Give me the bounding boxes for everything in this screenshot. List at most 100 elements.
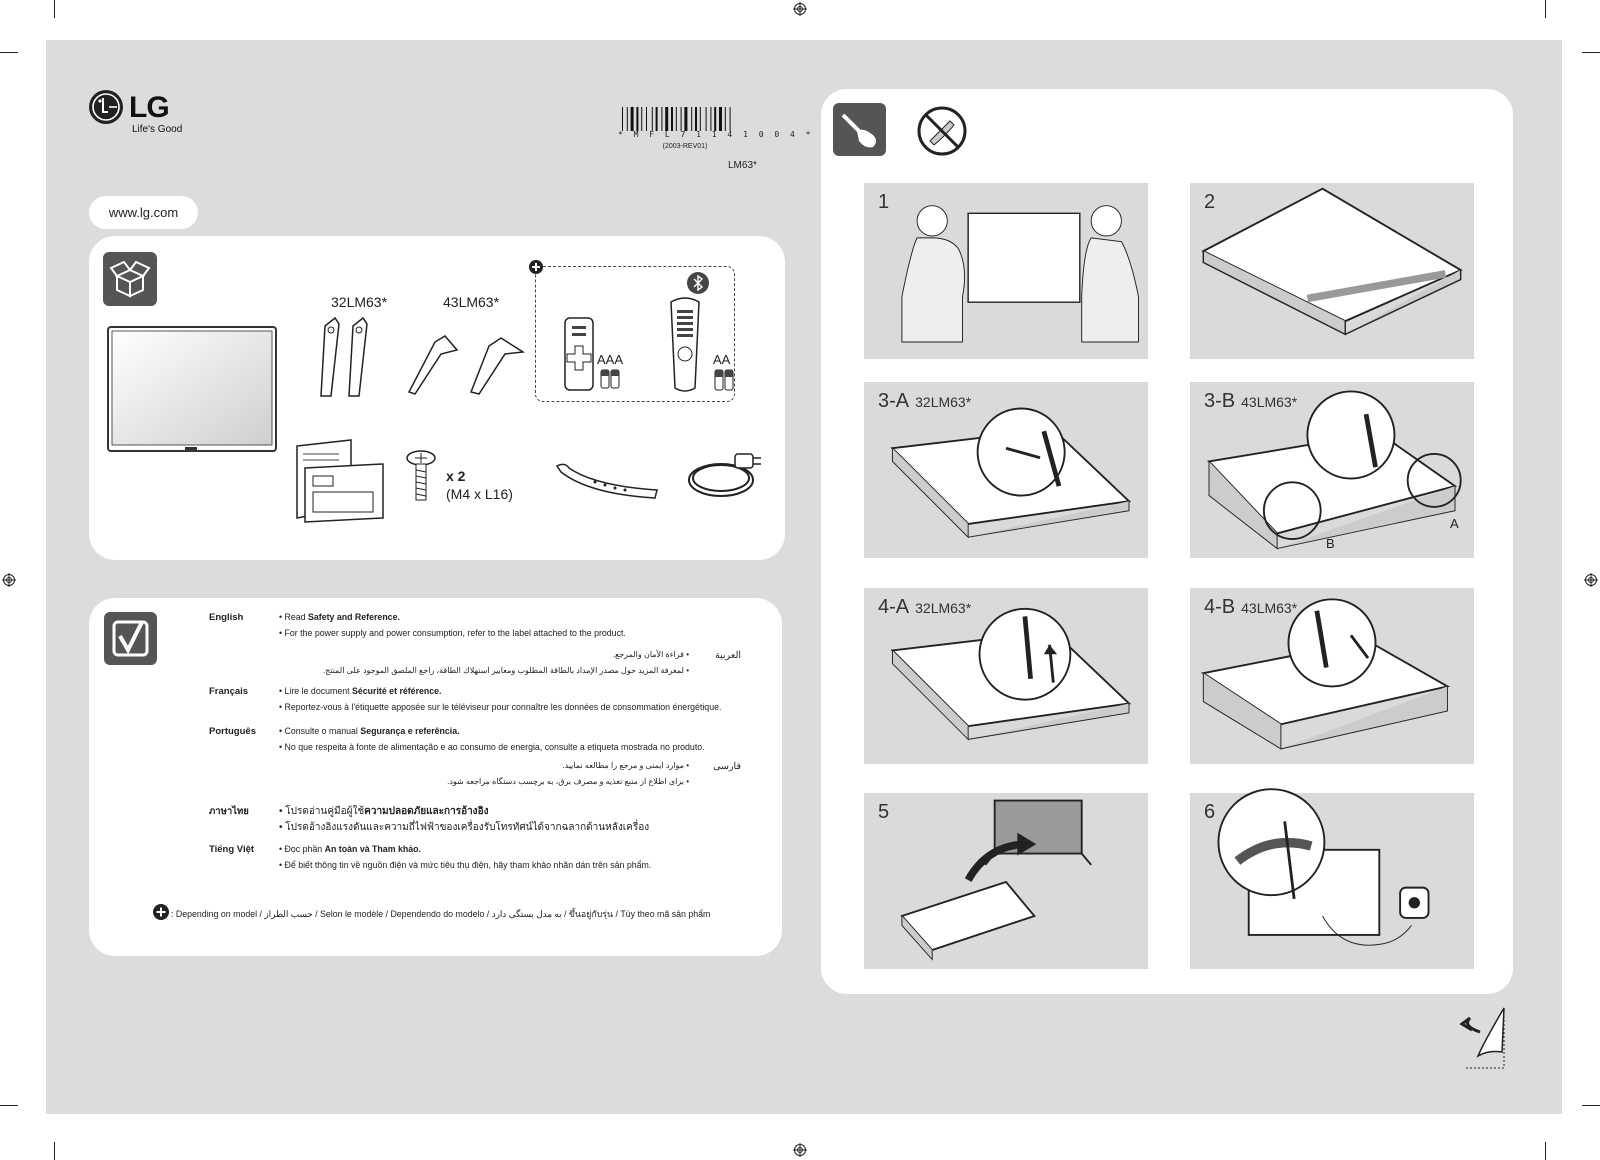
safety-text: • Để biết thông tin về nguồn điện và mức… — [279, 860, 652, 870]
callout-b: B — [1326, 536, 1335, 551]
website-link[interactable]: www.lg.com — [89, 196, 198, 229]
safety-text: • Lire le document Sécurité et référence… — [279, 686, 442, 696]
power-cord-illustration — [688, 453, 761, 497]
safety-text: • โปรดอ้างอิงแรงดันและความถี่ไฟฟ้าของเคร… — [279, 822, 650, 833]
safety-text: • موارد ایمنی و مرجع را مطالعه نمایید. — [562, 761, 689, 770]
stand-model-32: 32LM63* — [331, 294, 388, 310]
cable-holder-illustration — [555, 463, 658, 499]
safety-row: العربية• قراءة الأمان والمرجع.• لمعرفة ا… — [89, 650, 789, 675]
barcode-bar — [675, 107, 677, 131]
barcode-bar — [695, 107, 697, 131]
barcode-number: * M F L 7 1 1 4 1 0 0 4 * — [618, 130, 814, 139]
no-knife-icon — [917, 106, 967, 156]
step-number: 1 — [878, 191, 890, 213]
barcode-bar — [655, 107, 658, 131]
step-model: 32LM63* — [915, 394, 972, 410]
page-turn-icon — [1459, 1007, 1505, 1069]
optional-remote-box — [535, 266, 735, 402]
safety-text: • โปรดอ่านคู่มือผู้ใช้ความปลอดภัยและการอ… — [279, 806, 489, 817]
safety-row: فارسی • موارد ایمنی و مرجع را مطالعه نمای… — [89, 761, 789, 786]
crop-mark — [0, 1105, 18, 1106]
barcode-bar — [710, 107, 712, 131]
safety-language-list: English • Read Safety and Reference. • For… — [89, 598, 782, 898]
safety-row: ภาษาไทย • โปรดอ่านคู่มือผู้ใช้ความปลอดภัย… — [89, 804, 789, 833]
safety-row: Français • Lire le document Sécurité et r… — [89, 686, 789, 712]
callout-a: A — [1450, 516, 1459, 531]
crop-mark — [54, 0, 55, 18]
assembly-step-5: 5 — [864, 793, 1148, 969]
safety-text: • Consulte o manual Segurança e referênc… — [279, 726, 460, 736]
barcode-bar — [630, 107, 634, 131]
safety-text: • Read Safety and Reference. — [279, 612, 400, 622]
lg-face-icon — [89, 90, 123, 124]
battery-aa-label: AA — [713, 352, 731, 367]
brand-name: LG — [129, 91, 170, 124]
barcode-bar — [714, 107, 717, 131]
language-label: العربية — [715, 650, 741, 661]
box-open-icon — [103, 252, 157, 306]
barcode-revision: (2003-REV01) — [662, 143, 708, 150]
safety-card: English • Read Safety and Reference. • For… — [89, 598, 782, 956]
checklist-icon — [104, 612, 157, 665]
step-2-illustration — [1201, 187, 1463, 336]
safety-row: English • Read Safety and Reference. • For… — [89, 612, 789, 638]
screw-icon — [406, 450, 436, 501]
step-3-b-illustration — [1207, 390, 1462, 550]
language-label: ภาษาไทย — [209, 806, 249, 817]
plus-circle-icon — [529, 260, 543, 274]
screwdriver-icon — [833, 103, 886, 156]
registration-mark-icon — [793, 1143, 807, 1157]
remote-magic-illustration — [670, 297, 700, 392]
assembly-step-2: 2 — [1190, 183, 1474, 359]
remote-basic-illustration — [564, 317, 594, 391]
language-label: English — [209, 612, 244, 623]
step-number: 2 — [1204, 191, 1216, 213]
barcode-bar — [699, 107, 701, 131]
language-label: Tiếng Việt — [209, 844, 255, 855]
barcode-bar — [724, 107, 726, 131]
barcode-bar — [680, 107, 682, 131]
bluetooth-icon — [687, 272, 709, 294]
stand-32-illustration — [320, 316, 368, 397]
tv-illustration — [107, 326, 277, 452]
crop-mark — [54, 1142, 55, 1160]
battery-aaa-icon — [600, 369, 620, 389]
model-code: LM63* — [728, 160, 757, 171]
step-model: 32LM63* — [915, 600, 972, 616]
crop-mark — [0, 52, 18, 53]
assembly-step-1: 1 — [864, 183, 1148, 359]
barcode-bar — [622, 107, 623, 131]
footnote-text: : Depending on model / حسب الطراز / Selo… — [171, 909, 711, 919]
barcode — [622, 107, 731, 131]
safety-text: • قراءة الأمان والمرجع. — [612, 650, 689, 659]
language-label: Français — [209, 686, 249, 697]
crop-mark — [1582, 52, 1600, 53]
registration-mark-icon — [2, 573, 16, 587]
barcode-bar — [684, 107, 688, 131]
safety-row: Tiếng Việt• Đọc phần An toàn và Tham khả… — [89, 844, 789, 870]
barcode-bar — [705, 107, 707, 131]
step-number: 6 — [1204, 801, 1216, 823]
step-number: 5 — [878, 801, 890, 823]
barcode-bar — [636, 107, 639, 131]
barcode-bar — [661, 107, 663, 131]
step-5-illustration — [900, 799, 1092, 961]
safety-text: • For the power supply and power consump… — [279, 628, 626, 638]
step-1-illustration — [901, 205, 1139, 343]
step-model: 43LM63* — [1241, 600, 1298, 616]
barcode-bar — [641, 107, 643, 131]
language-label: فارسی — [713, 761, 741, 772]
brand-tagline: Life's Good — [132, 124, 183, 135]
barcode-bar — [671, 107, 673, 131]
plus-circle-icon — [153, 904, 169, 920]
crop-mark — [1545, 0, 1546, 18]
battery-aaa-label: AAA — [597, 352, 624, 367]
